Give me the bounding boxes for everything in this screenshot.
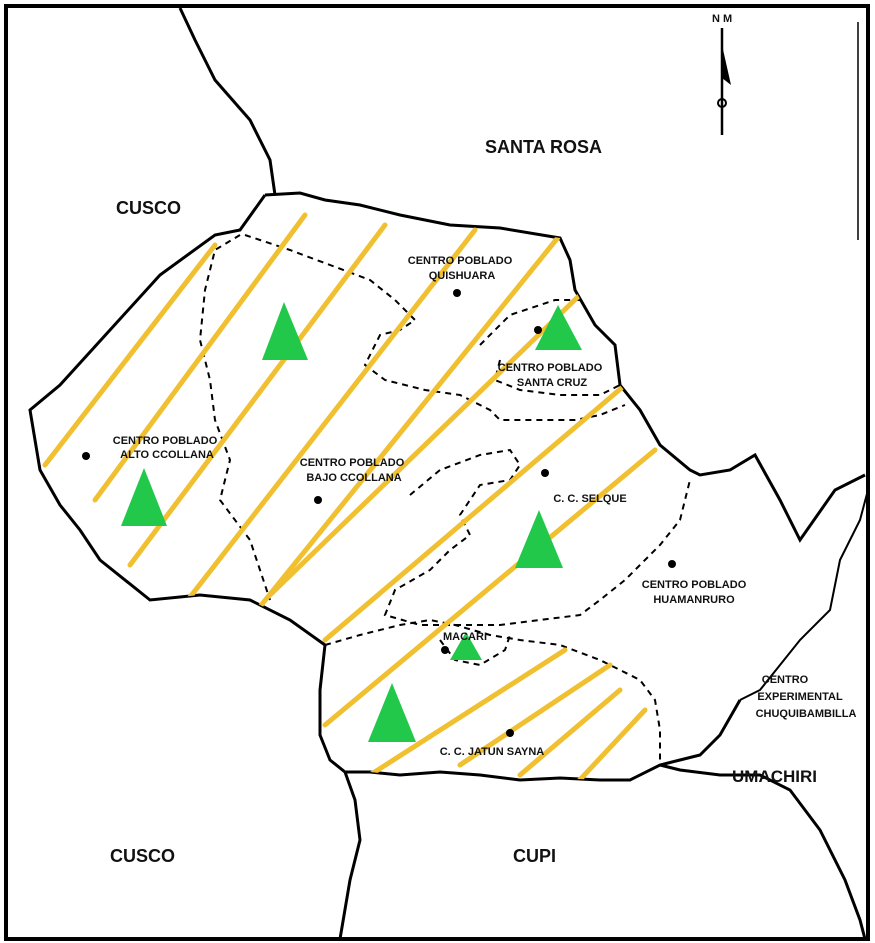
label-alto-ccollana-1: CENTRO POBLADO xyxy=(113,435,218,447)
label-santa-rosa: SANTA ROSA xyxy=(485,137,602,157)
dot-santa-cruz xyxy=(534,326,542,334)
label-cusco-bottom: CUSCO xyxy=(110,846,175,866)
study-area-boundary xyxy=(264,191,866,543)
border-experimental xyxy=(739,489,869,701)
label-experimental-1: CENTRO xyxy=(762,674,809,686)
border-cupi-umachiri xyxy=(659,763,867,940)
internal-boundaries xyxy=(198,234,691,760)
label-cupi: CUPI xyxy=(513,846,556,866)
label-macari: MACARI xyxy=(443,631,487,643)
dot-selque xyxy=(541,469,549,477)
dot-alto-ccollana xyxy=(82,452,90,460)
label-huamanruro-2: HUAMANRURO xyxy=(653,594,735,606)
label-alto-ccollana-2: ALTO CCOLLANA xyxy=(120,449,214,461)
label-huamanruro-1: CENTRO POBLADO xyxy=(642,579,747,591)
triangle-marker xyxy=(121,468,167,526)
dot-bajo-ccollana xyxy=(314,496,322,504)
label-bajo-ccollana-2: BAJO CCOLLANA xyxy=(306,472,401,484)
dot-jatun-sayna xyxy=(506,729,514,737)
label-experimental-3: CHUQUIBAMBILLA xyxy=(756,708,857,720)
label-experimental-2: EXPERIMENTAL xyxy=(757,691,843,703)
triangle-marker xyxy=(262,302,308,360)
hatched-area xyxy=(42,212,658,780)
triangle-marker xyxy=(368,683,416,742)
dot-macari xyxy=(441,646,449,654)
label-santa-cruz-2: SANTA CRUZ xyxy=(517,377,588,389)
triangle-marker xyxy=(535,305,582,350)
study-area-boundary-west xyxy=(28,194,742,782)
triangle-markers xyxy=(121,302,582,742)
label-jatun-sayna: C. C. JATUN SAYNA xyxy=(440,746,545,758)
label-selque: C. C. SELQUE xyxy=(553,493,626,505)
label-umachiri: UMACHIRI xyxy=(732,767,817,786)
label-cusco-top: CUSCO xyxy=(116,198,181,218)
label-bajo-ccollana-1: CENTRO POBLADO xyxy=(300,457,405,469)
dot-huamanruro xyxy=(668,560,676,568)
triangle-marker xyxy=(450,632,482,660)
north-arrow-icon: N M xyxy=(712,13,732,135)
label-quishuara-2: QUISHUARA xyxy=(429,270,496,282)
triangle-marker xyxy=(515,510,563,568)
dot-quishuara xyxy=(453,289,461,297)
label-quishuara-1: CENTRO POBLADO xyxy=(408,255,513,267)
label-santa-cruz-1: CENTRO POBLADO xyxy=(498,362,603,374)
border-cusco-cupi xyxy=(338,771,362,940)
border-cusco-santa-rosa xyxy=(178,7,277,196)
north-arrow-label: N M xyxy=(712,13,732,25)
settlement-dots xyxy=(82,289,676,737)
